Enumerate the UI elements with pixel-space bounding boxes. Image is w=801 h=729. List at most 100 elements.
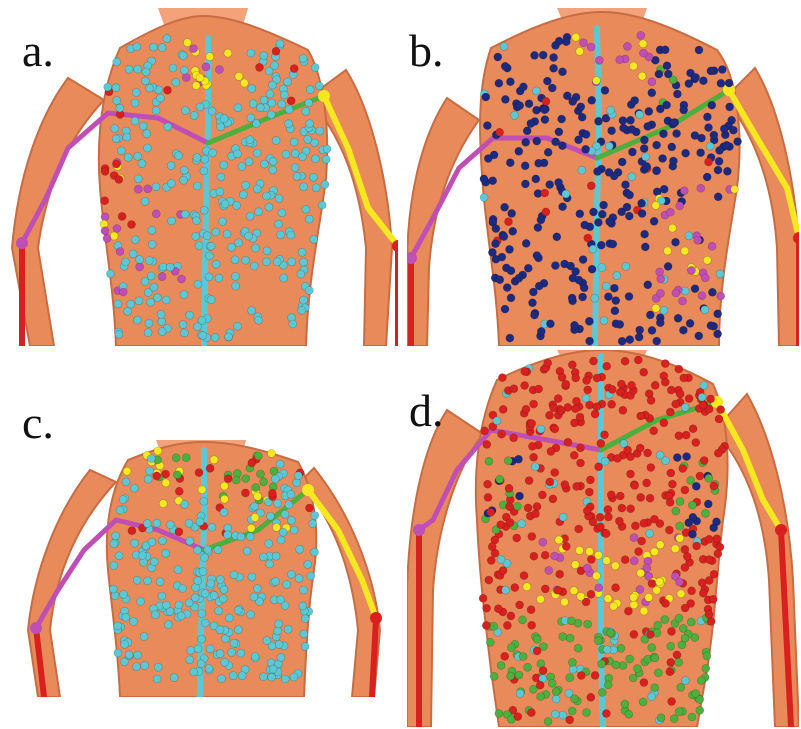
vertex-marker xyxy=(688,501,696,509)
vertex-marker xyxy=(234,626,242,634)
vertex-marker xyxy=(522,405,530,413)
vertex-marker xyxy=(723,141,731,149)
vertex-marker xyxy=(688,713,696,721)
vertex-marker xyxy=(639,698,647,706)
vertex-marker xyxy=(668,698,676,706)
vertex-marker xyxy=(501,652,509,660)
vertex-marker xyxy=(551,425,559,433)
vertex-marker xyxy=(640,136,648,144)
vertex-marker xyxy=(541,585,549,593)
vertex-marker xyxy=(634,356,642,364)
vertex-marker xyxy=(676,498,684,506)
vertex-marker xyxy=(692,690,700,698)
vertex-marker xyxy=(544,359,552,367)
vertex-marker xyxy=(533,647,541,655)
vertex-marker xyxy=(262,192,270,200)
vertex-marker xyxy=(679,297,687,305)
vertex-marker xyxy=(298,306,306,314)
vertex-marker xyxy=(571,561,579,569)
vertex-marker xyxy=(598,210,606,218)
vertex-marker xyxy=(598,264,606,272)
vertex-marker xyxy=(180,166,188,174)
vertex-marker xyxy=(274,627,282,635)
vertex-marker xyxy=(551,469,559,477)
vertex-marker xyxy=(123,467,131,475)
vertex-marker xyxy=(164,86,172,94)
vertex-marker xyxy=(142,68,150,76)
vertex-marker xyxy=(530,552,538,560)
vertex-marker xyxy=(630,62,638,70)
vertex-marker xyxy=(651,684,659,692)
vertex-marker xyxy=(624,607,632,615)
vertex-marker xyxy=(514,502,522,510)
vertex-marker xyxy=(198,635,206,643)
vertex-marker xyxy=(586,476,594,484)
vertex-marker xyxy=(586,337,594,345)
vertex-marker xyxy=(498,253,506,261)
vertex-marker xyxy=(617,644,625,652)
vertex-marker xyxy=(133,663,141,671)
vertex-marker xyxy=(233,322,241,330)
vertex-marker xyxy=(484,155,492,163)
vertex-marker xyxy=(158,318,166,326)
vertex-marker xyxy=(129,250,137,258)
vertex-marker xyxy=(256,63,264,71)
vertex-marker xyxy=(290,526,298,534)
vertex-marker xyxy=(525,477,533,485)
vertex-marker xyxy=(714,449,722,457)
vertex-marker xyxy=(656,319,664,327)
vertex-marker xyxy=(695,46,703,54)
vertex-marker xyxy=(622,262,630,270)
vertex-marker xyxy=(508,209,516,217)
vertex-marker xyxy=(571,419,579,427)
vertex-marker xyxy=(602,282,610,290)
vertex-marker xyxy=(618,158,626,166)
vertex-marker xyxy=(144,475,152,483)
vertex-marker xyxy=(701,274,709,282)
vertex-marker xyxy=(707,67,715,75)
vertex-marker xyxy=(293,479,301,487)
vertex-marker xyxy=(204,546,212,554)
vertex-marker xyxy=(666,498,674,506)
vertex-marker xyxy=(104,83,112,91)
vertex-marker xyxy=(731,185,739,193)
vertex-marker xyxy=(245,158,253,166)
vertex-marker xyxy=(209,149,217,157)
vertex-marker xyxy=(179,321,187,329)
vertex-marker xyxy=(212,228,220,236)
vertex-marker xyxy=(554,395,562,403)
vertex-marker xyxy=(152,210,160,218)
vertex-marker xyxy=(144,329,152,337)
vertex-marker xyxy=(130,484,138,492)
vertex-marker xyxy=(670,119,678,127)
vertex-marker xyxy=(124,307,132,315)
vertex-marker xyxy=(493,417,501,425)
vertex-marker xyxy=(306,504,314,512)
vertex-marker xyxy=(697,184,705,192)
vertex-marker xyxy=(510,434,518,442)
vertex-marker xyxy=(182,74,190,82)
vertex-marker xyxy=(661,360,669,368)
vertex-marker xyxy=(194,645,202,653)
vertex-marker xyxy=(606,218,614,226)
vertex-marker xyxy=(225,614,233,622)
vertex-marker xyxy=(268,489,276,497)
vertex-marker xyxy=(531,311,539,319)
vertex-marker xyxy=(513,534,521,542)
vertex-marker xyxy=(562,38,570,46)
vertex-marker xyxy=(113,97,121,105)
vertex-marker xyxy=(714,330,722,338)
vertex-marker xyxy=(710,524,718,532)
vertex-marker xyxy=(672,289,680,297)
vertex-marker xyxy=(681,634,689,642)
vertex-marker xyxy=(576,546,584,554)
vertex-marker xyxy=(708,101,716,109)
vertex-marker xyxy=(680,187,688,195)
vertex-marker xyxy=(590,357,598,365)
vertex-marker xyxy=(660,130,668,138)
vertex-marker xyxy=(496,475,504,483)
vertex-marker xyxy=(640,145,648,153)
vertex-marker xyxy=(112,160,120,168)
vertex-marker xyxy=(705,556,713,564)
vertex-marker xyxy=(220,508,228,516)
